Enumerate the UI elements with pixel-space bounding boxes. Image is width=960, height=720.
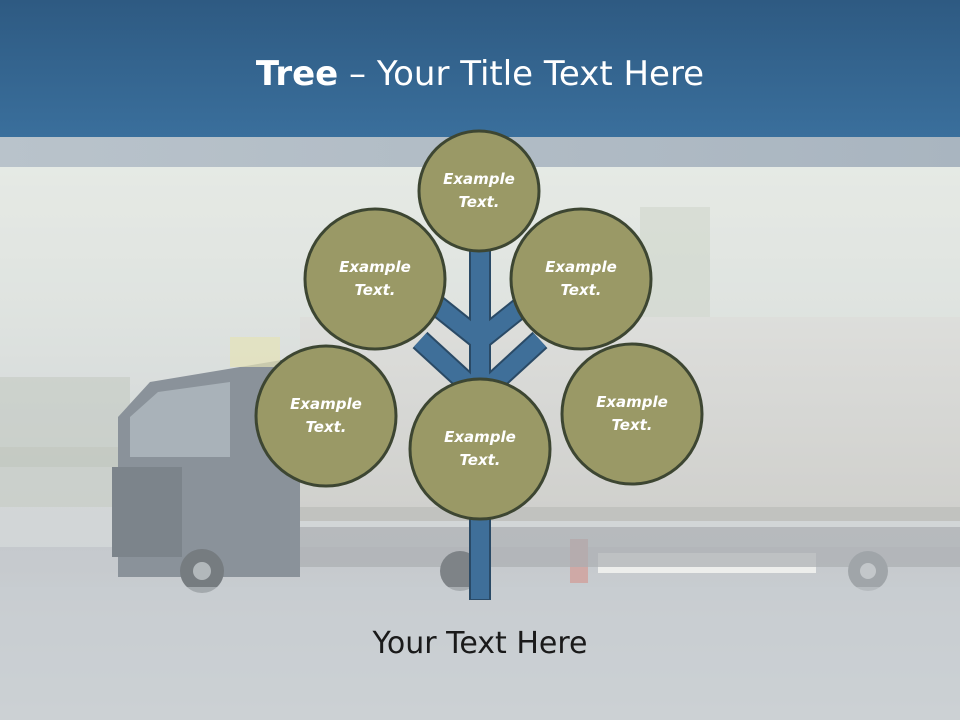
node-lower-left-label: Example Text.	[290, 395, 362, 436]
node-lower-right-label: Example Text.	[596, 393, 668, 434]
roadside-blur	[0, 377, 130, 467]
cab-window	[130, 382, 230, 457]
slide-title[interactable]: Tree – Your Title Text Here	[0, 52, 960, 96]
node-top-label: Example Text.	[443, 170, 515, 211]
footer-text[interactable]: Your Text Here	[372, 626, 588, 661]
chassis	[300, 527, 960, 567]
node-lower-left[interactable]	[254, 344, 398, 488]
node-upper-left-label: Example Text.	[339, 258, 411, 299]
node-upper-left[interactable]	[303, 207, 447, 351]
cab-light	[230, 337, 280, 367]
title-rest: – Your Title Text Here	[338, 54, 705, 94]
node-upper-right[interactable]	[509, 207, 653, 351]
header-bar	[0, 0, 960, 137]
title-bold: Tree	[255, 54, 339, 94]
node-top[interactable]	[417, 129, 541, 253]
node-upper-right-label: Example Text.	[545, 258, 617, 299]
node-center-label: Example Text.	[444, 428, 516, 469]
cab-grille	[112, 467, 182, 557]
distant-building	[640, 207, 710, 327]
node-lower-right[interactable]	[560, 342, 704, 486]
tree-nodes	[254, 129, 704, 521]
node-center[interactable]	[408, 377, 552, 521]
